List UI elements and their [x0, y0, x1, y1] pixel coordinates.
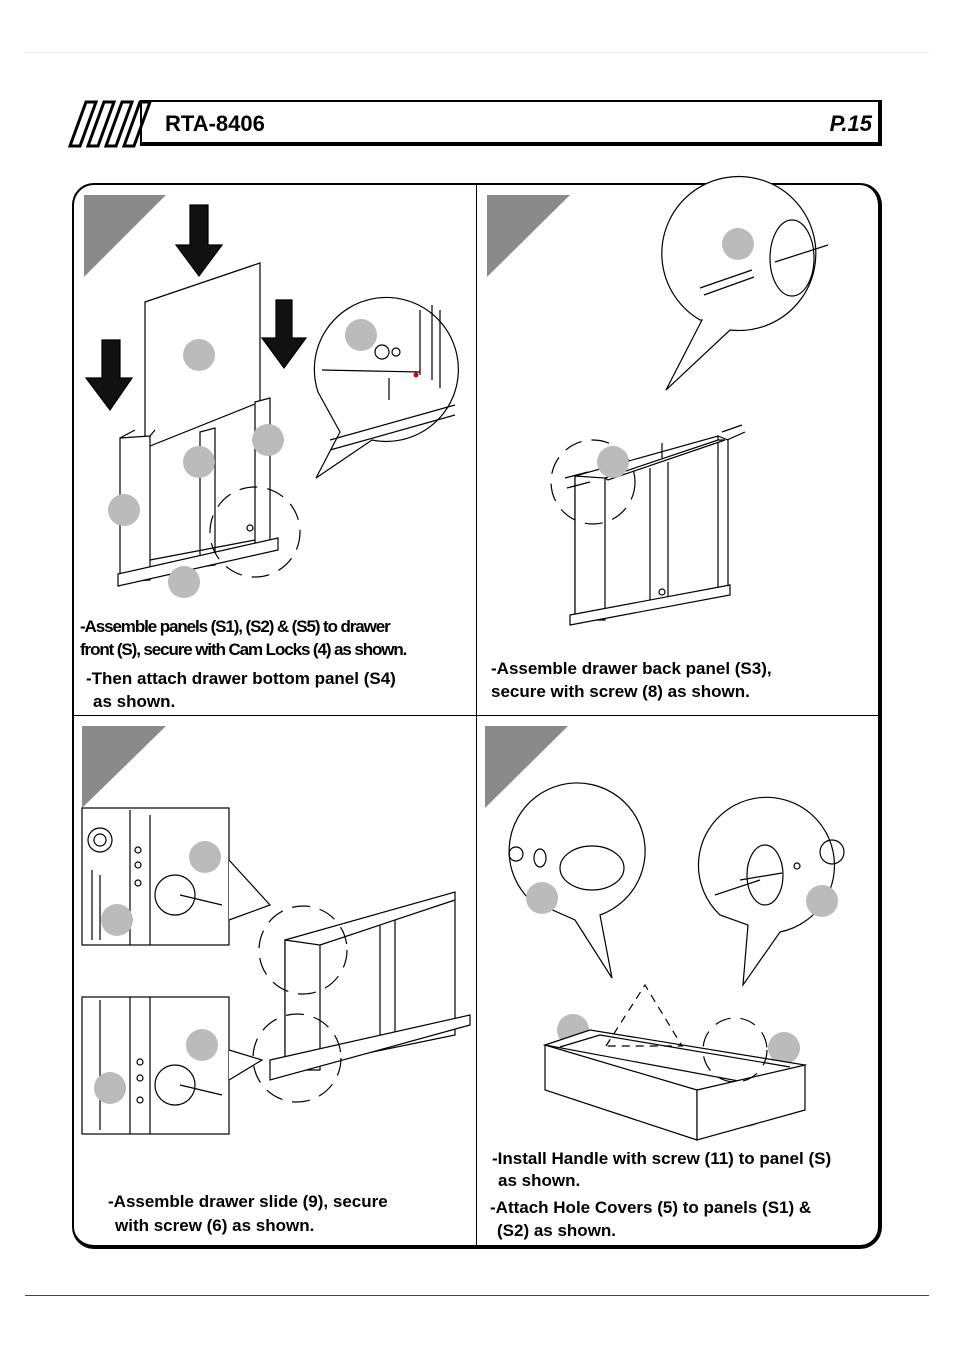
- header-stripes-logo: [68, 100, 153, 148]
- top-rule: [25, 52, 929, 53]
- panel-divider-horizontal: [74, 715, 878, 716]
- step3-illustration: [81, 807, 471, 1135]
- step1-caption-line2: front (S), secure with Cam Locks (4) as …: [80, 640, 407, 659]
- step-badge-1: [84, 195, 166, 277]
- bottom-rule: [25, 1295, 929, 1296]
- page-number: P.15: [829, 111, 872, 136]
- step-badge-4: [485, 726, 568, 808]
- step1-illustration: [84, 204, 459, 598]
- step4-illustration: [508, 782, 845, 1141]
- step1-caption-line4: as shown.: [93, 692, 176, 711]
- step4-caption-line4: (S2) as shown.: [497, 1221, 617, 1240]
- instruction-frame: [72, 183, 882, 1249]
- step2-caption-line2: secure with screw (8) as shown.: [491, 682, 750, 701]
- step-badge-3: [82, 726, 166, 808]
- header-bar: [140, 100, 882, 146]
- step2-caption-line1: -Assemble drawer back panel (S3),: [491, 659, 772, 678]
- step4-caption-line2: as shown.: [498, 1171, 581, 1190]
- panel-divider-vertical: [476, 185, 477, 1247]
- step-badge-2: [487, 195, 570, 277]
- step4-caption-line3: -Attach Hole Covers (5) to panels (S1) &: [490, 1198, 812, 1217]
- step1-caption-line3: -Then attach drawer bottom panel (S4): [86, 669, 396, 688]
- step4-caption-line1: -Install Handle with screw (11) to panel…: [492, 1149, 832, 1168]
- step1-caption-line1: -Assemble panels (S1), (S2) & (S5) to dr…: [80, 617, 391, 636]
- step2-illustration: [550, 175, 829, 626]
- step3-caption-line1: -Assemble drawer slide (9), secure: [108, 1192, 388, 1211]
- step3-caption-line2: with screw (6) as shown.: [115, 1216, 315, 1235]
- model-number: RTA-8406: [165, 111, 265, 136]
